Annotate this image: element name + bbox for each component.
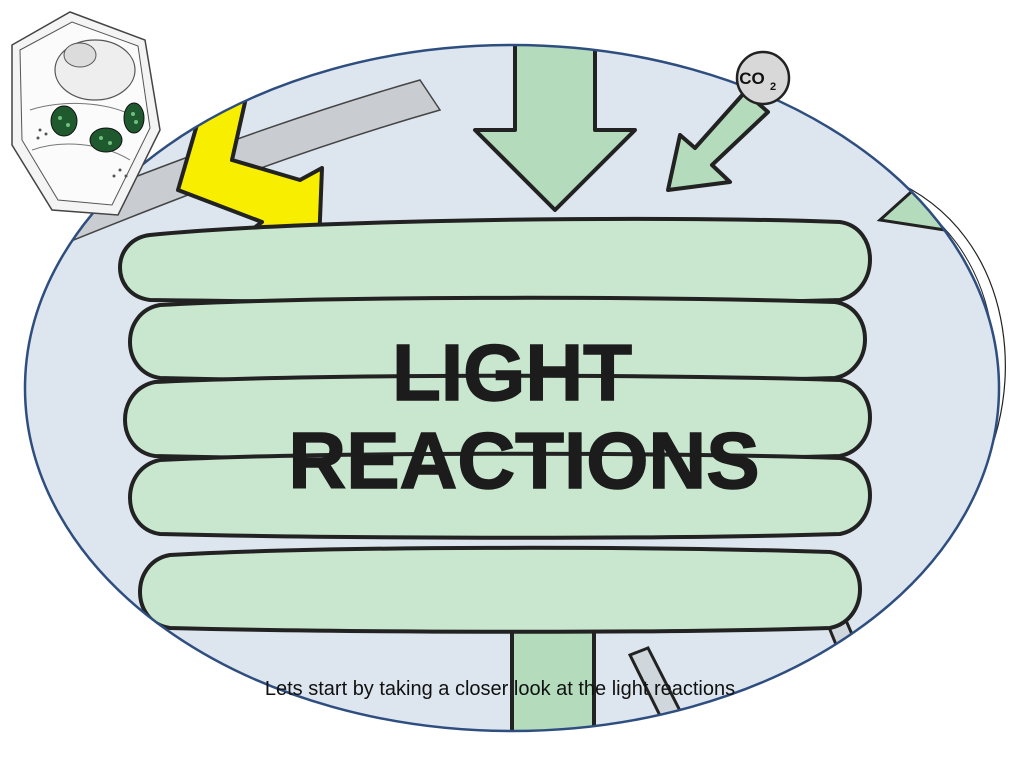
co2-subscript: 2 [770,81,776,93]
chloroplast-1 [50,105,78,137]
thylakoid-disc-5 [138,545,862,634]
heading-line-1: LIGHT [392,328,632,417]
heading-line-2: REACTIONS [288,416,759,505]
thylakoid-disc-1 [118,216,872,306]
thylakoid-stack [118,216,872,634]
chloroplast-3 [123,102,145,134]
co2-bubble: CO 2 [735,50,791,106]
co2-arrow [666,90,770,192]
plant-cell-icon [11,11,161,216]
thylakoid-disc-4 [128,451,872,540]
chloroplast-2 [89,127,123,153]
slide-caption: Lets start by taking a closer look at th… [264,678,736,700]
lightning-bolt-icon [176,78,324,272]
zoom-ellipse [23,43,1001,733]
co2-label: CO [739,69,765,88]
